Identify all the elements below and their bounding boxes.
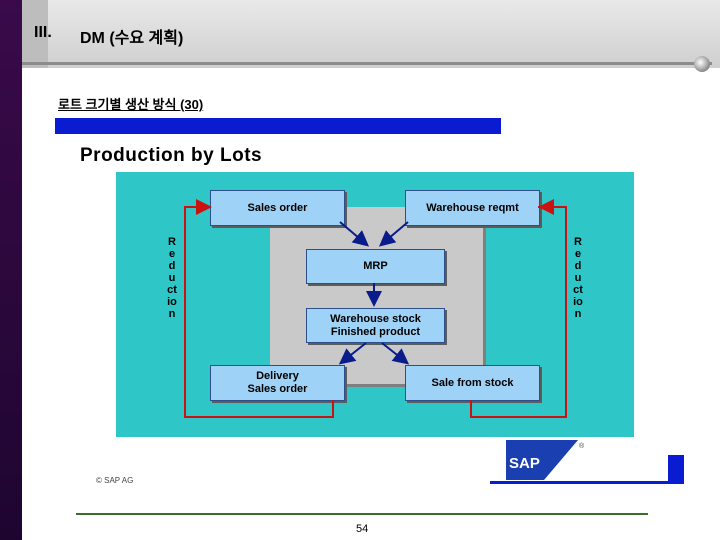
- sale-from-stock-box: Sale from stock: [405, 365, 540, 401]
- reduction-label-left: Reduction: [167, 236, 177, 320]
- logo-accent-vertical: [668, 455, 684, 484]
- mrp-label: MRP: [363, 260, 388, 272]
- header-accent-block: [22, 0, 48, 68]
- mrp-box: MRP: [306, 249, 445, 284]
- section-number: III.: [34, 24, 52, 41]
- warehouse-stock-label: Warehouse stock: [330, 312, 421, 325]
- warehouse-stock-box: Warehouse stock Finished product: [306, 308, 445, 343]
- header-divider: [22, 62, 712, 65]
- arrow-reqmt-to-mrp: [378, 221, 409, 247]
- reduction-left-vert-line: [184, 206, 186, 418]
- slide-subtitle: 로트 크기별 생산 방식 (30): [58, 97, 204, 112]
- delivery-label: Delivery: [256, 370, 299, 382]
- arrow-stock-to-delivery: [338, 342, 367, 365]
- subtitle-underbar: [55, 118, 501, 134]
- warehouse-reqmt-label: Warehouse reqmt: [426, 201, 519, 214]
- reduction-right-up-line: [470, 400, 472, 418]
- reduction-right-bottom-line: [470, 416, 567, 418]
- sap-logo-text: SAP: [509, 455, 540, 472]
- arrow-stock-to-sale: [381, 342, 410, 365]
- sap-registered-mark: ®: [579, 442, 585, 450]
- footer-divider: [76, 513, 648, 515]
- slide-title: DM (수요 계획): [80, 30, 184, 47]
- sap-logo: SAP ®: [506, 440, 585, 480]
- reduction-left-bottom-line: [184, 416, 334, 418]
- reduction-left-up-line: [332, 400, 334, 418]
- logo-accent-line: [490, 481, 684, 484]
- sales-order-label: Sales order: [247, 201, 308, 214]
- left-side-bar: [0, 0, 22, 540]
- delivery-sales-order-label: Sales order: [247, 383, 308, 395]
- copyright-text: © SAP AG: [96, 476, 134, 485]
- warehouse-reqmt-box: Warehouse reqmt: [405, 190, 540, 226]
- arrow-sales-to-mrp: [339, 221, 370, 247]
- reduction-right-vert-line: [565, 206, 567, 418]
- sales-order-box: Sales order: [210, 190, 345, 226]
- header-band: [0, 0, 720, 68]
- delivery-box: Delivery Sales order: [210, 365, 345, 401]
- sale-from-stock-label: Sale from stock: [431, 376, 514, 389]
- reduction-label-right: Reduction: [573, 236, 583, 320]
- page-number: 54: [356, 523, 369, 535]
- diagram-title: Production by Lots: [80, 145, 263, 166]
- finished-product-label: Finished product: [330, 325, 421, 338]
- header-knob-icon: [694, 56, 710, 72]
